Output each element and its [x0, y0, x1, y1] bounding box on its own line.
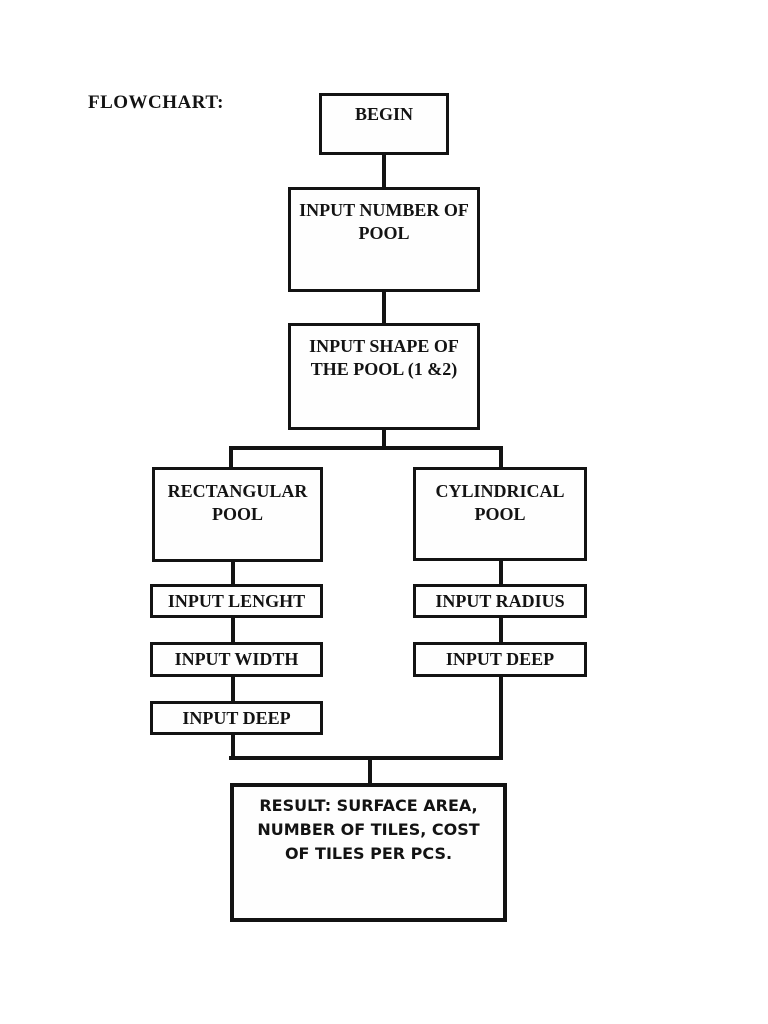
connector-input-radius-to-input-deep [499, 616, 503, 644]
flowchart-node-input-shape-of-pool: INPUT SHAPE OF THE POOL (1 &2) [288, 323, 480, 430]
flowchart-node-result: RESULT: SURFACE AREA, NUMBER OF TILES, C… [230, 783, 507, 922]
connector-input-lenght-to-input-width [231, 616, 235, 644]
connector-branch-horizontal [229, 446, 503, 450]
connector-rectangular-pool-to-input-lenght [231, 560, 235, 586]
flowchart-node-input-width: INPUT WIDTH [150, 642, 323, 677]
connector-branch-to-rectangular-pool [229, 446, 233, 469]
connector-input-deep-right-to-merge [499, 675, 503, 760]
connector-branch-to-cylindrical-pool [499, 446, 503, 469]
connector-input-width-to-input-deep [231, 675, 235, 703]
connector-merge-horizontal [229, 756, 503, 760]
connector-merge-to-result [368, 756, 372, 785]
flowchart-node-begin: BEGIN [319, 93, 449, 155]
connector-cylindrical-pool-to-input-radius [499, 559, 503, 586]
connector-input-number-to-input-shape [382, 290, 386, 325]
flowchart-node-rectangular-pool: RECTANGULAR POOL [152, 467, 323, 562]
connector-begin-to-input-number [382, 154, 386, 189]
flowchart-node-input-deep-left: INPUT DEEP [150, 701, 323, 735]
flowchart-heading: FLOWCHART: [88, 92, 224, 113]
flowchart-node-input-radius: INPUT RADIUS [413, 584, 587, 618]
flowchart-node-input-number-of-pool: INPUT NUMBER OF POOL [288, 187, 480, 292]
flowchart-node-input-deep-right: INPUT DEEP [413, 642, 587, 677]
connector-input-shape-stem [382, 428, 386, 450]
flowchart-node-cylindrical-pool: CYLINDRICAL POOL [413, 467, 587, 561]
connector-input-deep-left-to-merge [231, 733, 235, 760]
flowchart-node-input-lenght: INPUT LENGHT [150, 584, 323, 618]
